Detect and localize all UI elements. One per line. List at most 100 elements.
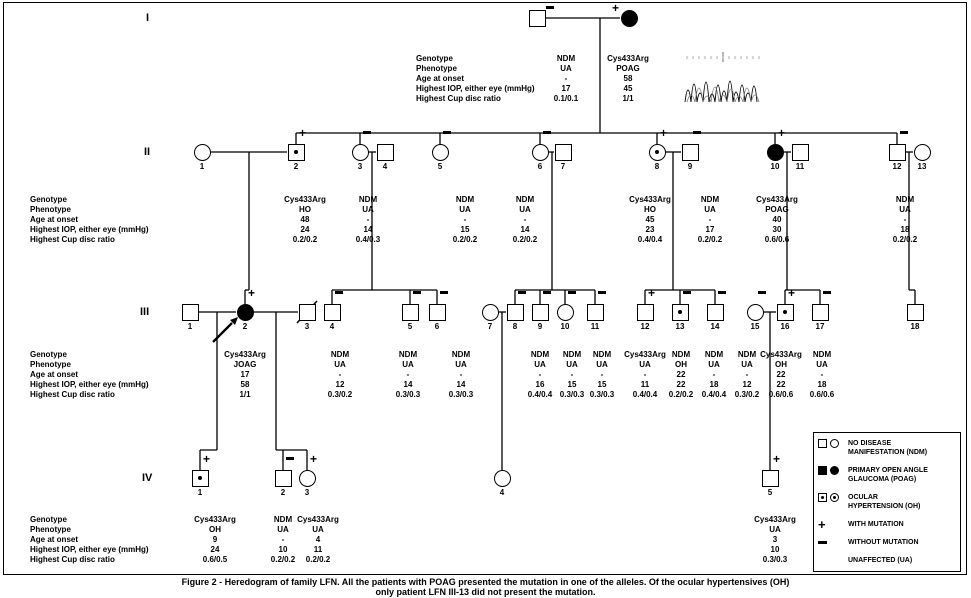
data-value-III-8-1: UA — [534, 360, 546, 369]
row-label-2: Age at onset — [30, 370, 79, 379]
circle-dot-icon — [830, 493, 839, 502]
data-value-III-5-0: NDM — [398, 350, 418, 359]
individual-III-8-mutation-minus-mark — [518, 291, 526, 294]
individual-II-5-mutation-minus-mark — [443, 131, 451, 134]
data-value-III-16-0: Cys433Arg — [760, 350, 802, 359]
data-value-I-1-2: - — [564, 74, 568, 83]
data-value-II-6-1: UA — [519, 205, 531, 214]
individual-III-10-number: 10 — [560, 322, 570, 331]
data-value-I-1-0: NDM — [556, 54, 576, 63]
data-value-IV-5-1: UA — [769, 525, 781, 534]
individual-I-2-mutation-plus-mark: + — [612, 1, 620, 15]
individual-II-1-symbol — [193, 143, 211, 161]
data-value-III-12-1: UA — [639, 360, 651, 369]
row-label-4: Highest Cup disc ratio — [416, 94, 501, 103]
data-value-III-2-2: 17 — [240, 370, 250, 379]
data-value-III-4-4: 0.3/0.2 — [327, 390, 353, 399]
individual-II-12-mutation-minus-mark — [900, 131, 908, 134]
individual-III-16-mutation-plus-mark: + — [788, 286, 796, 300]
data-value-IV-1-1: OH — [209, 525, 221, 534]
individual-III-3-number: 3 — [304, 322, 310, 331]
individual-III-2-number: 2 — [242, 322, 248, 331]
legend-item-0-line-0: NO DISEASE — [848, 440, 892, 447]
data-value-II-2-1: HO — [299, 205, 311, 214]
data-value-II-5-2: - — [463, 215, 467, 224]
data-value-II-9-2: - — [708, 215, 712, 224]
individual-III-4-number: 4 — [329, 322, 335, 331]
square-open-icon — [818, 439, 827, 448]
individual-III-5-mutation-minus-mark — [413, 291, 421, 294]
legend-item-4: WITHOUT MUTATION — [818, 538, 956, 547]
data-value-II-9-3: 17 — [705, 225, 715, 234]
individual-III-2-symbol — [236, 303, 254, 321]
data-value-III-5-2: - — [406, 370, 410, 379]
data-value-II-6-2: - — [523, 215, 527, 224]
data-value-III-2-1: JOAG — [233, 360, 257, 369]
data-value-III-6-2: - — [459, 370, 463, 379]
row-label-1: Phenotype — [416, 64, 457, 73]
individual-IV-1-mutation-plus-mark: + — [203, 452, 211, 466]
data-value-II-3-0: NDM — [358, 195, 378, 204]
ocular-hypertension-dot — [655, 150, 659, 154]
individual-III-18-symbol — [906, 303, 924, 321]
data-value-II-8-2: 45 — [645, 215, 655, 224]
data-value-III-10-3: 15 — [597, 380, 607, 389]
data-value-II-8-4: 0.4/0.4 — [637, 235, 663, 244]
individual-II-3-number: 3 — [357, 162, 363, 171]
data-value-IV-2-2: - — [281, 535, 285, 544]
data-value-III-10-0: NDM — [592, 350, 612, 359]
data-value-II-3-3: 14 — [363, 225, 373, 234]
legend-item-5: UNAFFECTED (UA) — [818, 556, 956, 565]
data-value-III-6-1: UA — [455, 360, 467, 369]
data-value-III-5-4: 0.3/0.3 — [395, 390, 421, 399]
legend-item-3-line-0: WITH MUTATION — [848, 521, 904, 528]
data-value-III-9-2: - — [570, 370, 574, 379]
data-value-III-10-1: UA — [596, 360, 608, 369]
square-dot-icon — [818, 493, 827, 502]
individual-III-10-symbol — [556, 303, 574, 321]
legend-item-4-line-0: WITHOUT MUTATION — [848, 539, 919, 546]
individual-III-14-number: 14 — [710, 322, 720, 331]
individual-II-6-number: 6 — [537, 162, 543, 171]
data-value-IV-2-4: 0.2/0.2 — [270, 555, 296, 564]
individual-I-2-symbol — [620, 9, 638, 27]
generation-label-II: II — [144, 146, 151, 158]
individual-II-8-symbol — [648, 143, 666, 161]
data-value-IV-3-4: 0.2/0.2 — [305, 555, 331, 564]
data-value-III-13-1: OH — [675, 360, 687, 369]
row-label-2: Age at onset — [416, 74, 465, 83]
individual-IV-2-symbol — [274, 469, 292, 487]
individual-II-2-number: 2 — [293, 162, 299, 171]
data-value-III-16-4: 0.6/0.6 — [768, 390, 794, 399]
individual-IV-4-symbol — [493, 469, 511, 487]
data-value-III-4-3: 12 — [335, 380, 345, 389]
legend-item-5-line-0: UNAFFECTED (UA) — [848, 557, 913, 564]
individual-II-8-mutation-plus-mark: + — [660, 126, 668, 140]
individual-III-5-number: 5 — [407, 322, 413, 331]
data-value-III-15-0: NDM — [737, 350, 757, 359]
row-label-0: Genotype — [416, 54, 453, 63]
data-value-IV-5-4: 0.3/0.3 — [762, 555, 788, 564]
circle-filled-icon — [830, 466, 839, 475]
individual-IV-1-symbol — [191, 469, 209, 487]
data-value-II-12-3: 18 — [900, 225, 910, 234]
square-filled-icon — [818, 466, 827, 475]
trace-text-ticks — [686, 56, 760, 59]
legend-item-3-text: WITH MUTATION — [848, 520, 904, 529]
generation-label-IV: IV — [142, 472, 153, 484]
data-value-IV-1-4: 0.6/0.5 — [202, 555, 228, 564]
